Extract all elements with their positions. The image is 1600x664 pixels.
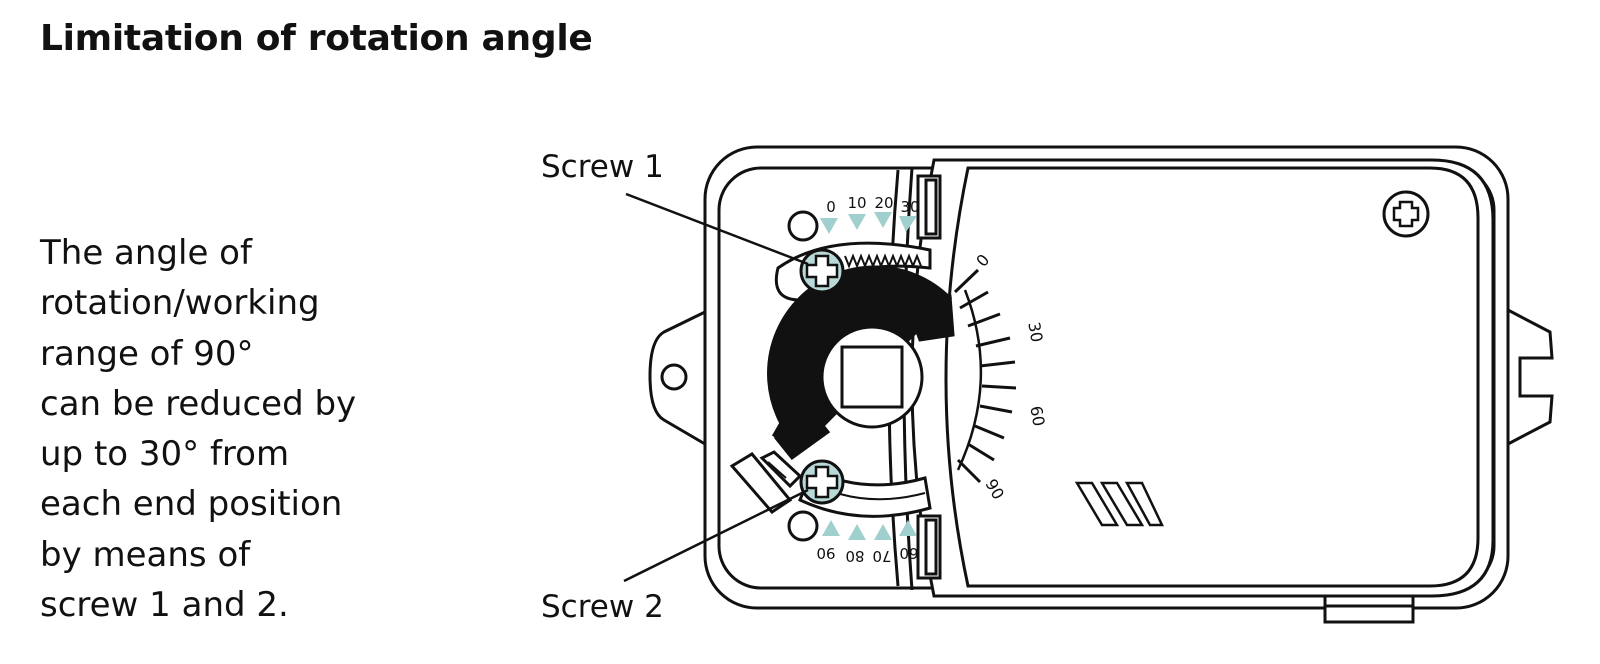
description-line: by means of <box>40 534 251 575</box>
bottom-scale-label: 70 <box>872 547 891 565</box>
top-scale-label: 20 <box>874 194 893 212</box>
dial-ticks <box>953 268 1017 484</box>
scale-arrow <box>820 218 838 234</box>
description-line: can be reduced by <box>40 383 357 424</box>
leader-line-screw-2 <box>623 488 809 583</box>
cover-screw-icon <box>1382 190 1430 238</box>
dial-tick <box>975 336 1011 348</box>
scale-arrow <box>899 216 917 232</box>
scale-arrow <box>822 520 840 536</box>
description-line: The angle of <box>40 233 252 273</box>
scale-arrow <box>899 520 917 536</box>
sector-teeth <box>844 253 922 269</box>
rotor-pointer <box>902 294 955 342</box>
bottom-scale-label: 90 <box>816 544 835 562</box>
right-mounting-ear <box>1507 308 1554 446</box>
lever-detail <box>767 461 787 479</box>
top-scale-arrows <box>820 212 917 234</box>
dial-tick <box>959 290 989 310</box>
scale-arrow <box>848 214 866 230</box>
description-line: screw 1 and 2. <box>40 585 289 626</box>
scale-arrow <box>874 212 892 228</box>
description-line: range of 90° <box>40 333 254 374</box>
dial-tick <box>974 424 1005 440</box>
square-shaft-icon <box>840 345 904 409</box>
bottom-scale-label: 60 <box>899 544 918 562</box>
scale-arrow <box>874 524 892 540</box>
dial-arc <box>956 289 983 471</box>
scale-arrow <box>848 524 866 540</box>
panel-hole-top <box>787 210 819 242</box>
top-scale-label: 0 <box>826 198 836 216</box>
dial-label: 60 <box>1026 404 1048 427</box>
screw-1-icon <box>799 248 845 294</box>
screw-1-label: Screw 1 <box>541 149 664 185</box>
description-line: up to 30° from <box>40 434 290 475</box>
lever-link <box>759 450 803 489</box>
dial-label: 30 <box>1024 320 1046 343</box>
screw-2-icon <box>799 459 845 505</box>
dial-tick <box>979 360 1016 368</box>
clip-slot <box>924 178 938 236</box>
bottom-scale-label: 80 <box>845 547 864 565</box>
top-scale-label: 10 <box>847 194 866 212</box>
description: The angle of rotation/working range of 9… <box>40 228 460 630</box>
page-title: Limitation of rotation angle <box>40 18 593 59</box>
brand-logo-icon <box>1074 481 1164 527</box>
sector-groove <box>839 492 926 501</box>
dial-tick <box>981 384 1017 390</box>
description-line: rotation/working <box>40 283 320 324</box>
mounting-hole <box>660 363 688 391</box>
dial-tick <box>953 268 980 294</box>
dial-tick <box>967 312 1001 328</box>
dial-tick <box>956 458 982 484</box>
cover-screw-cross <box>1392 200 1420 228</box>
description-line: each end position <box>40 484 343 525</box>
dial-tick <box>967 442 995 462</box>
rotor-lever <box>773 409 831 461</box>
dial-tick <box>979 404 1013 414</box>
bottom-scale-arrows <box>822 520 917 540</box>
top-scale-label: 30 <box>900 198 919 216</box>
clip-slot <box>924 518 938 576</box>
panel-hole-bottom <box>787 510 819 542</box>
leader-line-screw-1 <box>625 192 809 266</box>
screw-2-label: Screw 2 <box>541 589 664 625</box>
